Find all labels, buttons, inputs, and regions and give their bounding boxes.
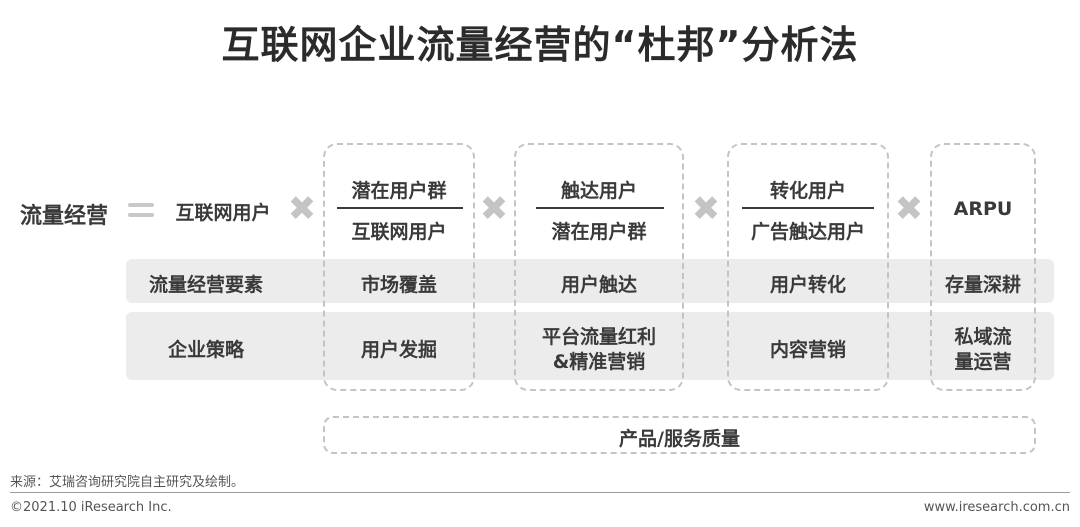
formula-base: 互联网用户 [175,202,271,224]
strategy-row-label: 企业策略 [167,339,244,361]
elements-row-band [126,259,1054,303]
fraction-1-denominator: 互联网用户 [351,221,447,243]
elements-row-label: 流量经营要素 [148,274,263,296]
fraction-2-denominator: 潜在用户群 [551,221,647,243]
column-box-arpu [930,143,1036,391]
source-note: 来源：艾瑞咨询研究院自主研究及绘制。 [10,475,245,490]
fraction-2-line [536,207,664,209]
fraction-1-line [337,207,463,209]
product-quality-box [323,416,1036,454]
fraction-1-numerator: 潜在用户群 [351,180,447,202]
column-box-user-reach [514,143,684,391]
multiply-icon-1: ✖ [287,189,317,229]
strategy-row-band [126,312,1054,380]
fraction-3-numerator: 转化用户 [769,180,846,202]
fraction-3-denominator: 广告触达用户 [750,221,865,243]
product-quality-label: 产品/服务质量 [619,428,740,450]
strategy-cell-content-marketing: 内容营销 [769,339,846,361]
elements-cell-market-coverage: 市场覆盖 [360,274,437,296]
fraction-3-line [742,207,874,209]
column-box-market-coverage [323,143,475,391]
strategy-cell-private-line-1: 私域流 [954,326,1012,348]
footer-divider [10,492,1070,493]
copyright-text: ©2021.10 iResearch Inc. [10,500,172,515]
formula-lhs: 流量经营 [19,204,108,229]
strategy-cell-user-discovery: 用户发掘 [360,339,437,361]
equals-bar-bottom [128,213,154,217]
elements-cell-user-conversion: 用户转化 [769,274,846,296]
formula-arpu: ARPU [953,198,1013,220]
fraction-2-numerator: 触达用户 [560,180,637,202]
page-title: 互联网企业流量经营的“杜邦”分析法 [221,23,859,67]
website-text: www.iresearch.com.cn [923,500,1070,515]
elements-cell-stock-cultivation: 存量深耕 [944,274,1021,296]
equals-bar-top [128,203,154,207]
multiply-icon-2: ✖ [479,189,509,229]
strategy-cell-platform-line-2: &精准营销 [552,351,646,373]
strategy-cell-private-line-2: 量运营 [954,351,1012,373]
elements-cell-user-reach: 用户触达 [560,274,637,296]
multiply-icon-4: ✖ [894,189,924,229]
multiply-icon-3: ✖ [691,189,721,229]
column-box-user-conversion [727,143,889,391]
strategy-cell-platform-line-1: 平台流量红利 [541,326,656,348]
